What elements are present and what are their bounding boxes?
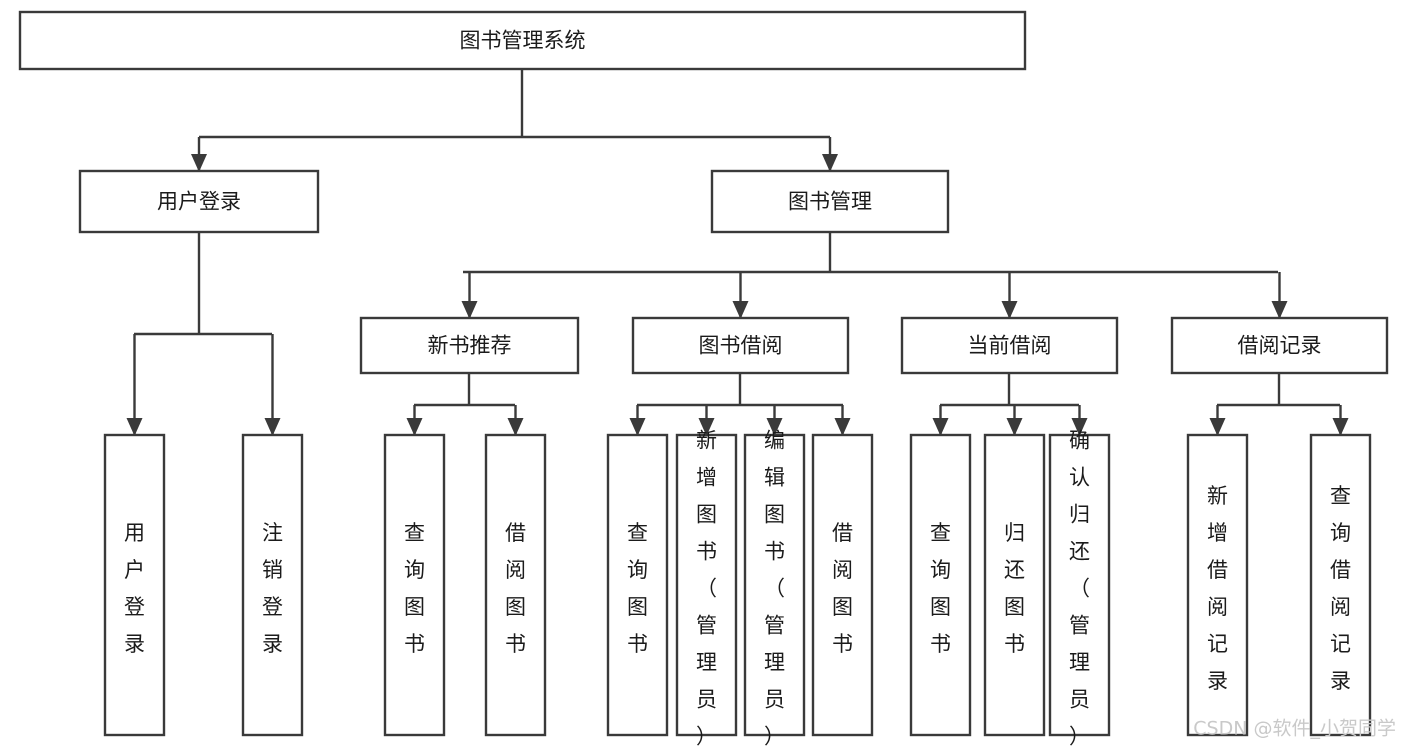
node-box-user-login[interactable] bbox=[78, 169, 320, 234]
node-box-leaf-user-login[interactable] bbox=[103, 433, 166, 737]
node-label-book-management: 图书管理 bbox=[788, 190, 872, 214]
arrow-head-icon bbox=[461, 301, 478, 319]
node-leaf-borrow-book[interactable]: 借阅图书 bbox=[811, 433, 874, 737]
connector-borrow-record-bus bbox=[1209, 373, 1349, 436]
node-box-root[interactable] bbox=[18, 10, 1027, 71]
connector-book-borrow-bus bbox=[629, 373, 851, 436]
node-box-leaf-query-book-recommend[interactable] bbox=[383, 433, 446, 737]
connector-book-management-bus bbox=[461, 232, 1288, 319]
node-leaf-add-borrow-record[interactable]: 新增借阅记录 bbox=[1186, 433, 1249, 737]
arrow-head-icon bbox=[264, 418, 281, 436]
node-label-leaf-user-login: 用户登录 bbox=[124, 521, 145, 656]
node-leaf-return-book[interactable]: 归还图书 bbox=[983, 433, 1046, 737]
node-book-management[interactable]: 图书管理 bbox=[710, 169, 950, 234]
node-leaf-add-book-admin[interactable]: 新增图书（管理员） bbox=[675, 428, 738, 747]
node-label-leaf-edit-book-admin: 编辑图书（管理员） bbox=[764, 428, 785, 747]
connector-user-login-bus bbox=[126, 232, 281, 436]
node-box-leaf-query-book-borrow[interactable] bbox=[606, 433, 669, 737]
node-box-book-borrow[interactable] bbox=[631, 316, 850, 375]
node-current-borrow[interactable]: 当前借阅 bbox=[900, 316, 1119, 375]
arrow-head-icon bbox=[822, 154, 838, 172]
node-label-leaf-query-borrow-record: 查询借阅记录 bbox=[1330, 484, 1351, 693]
arrow-head-icon bbox=[834, 418, 851, 436]
node-borrow-record[interactable]: 借阅记录 bbox=[1170, 316, 1389, 375]
node-label-leaf-borrow-book-recommend: 借阅图书 bbox=[505, 521, 526, 656]
node-label-leaf-query-book-current: 查询图书 bbox=[930, 521, 951, 656]
arrow-head-icon bbox=[1071, 418, 1088, 436]
arrow-head-icon bbox=[1209, 418, 1226, 436]
nodes-layer: 图书管理系统用户登录图书管理新书推荐图书借阅当前借阅借阅记录用户登录注销登录查询… bbox=[18, 10, 1389, 747]
node-leaf-query-book-current[interactable]: 查询图书 bbox=[909, 433, 972, 737]
node-new-book-recommend[interactable]: 新书推荐 bbox=[359, 316, 580, 375]
node-label-leaf-return-book: 归还图书 bbox=[1004, 521, 1025, 656]
arrow-head-icon bbox=[932, 418, 949, 436]
node-label-leaf-borrow-book: 借阅图书 bbox=[832, 521, 853, 656]
node-box-leaf-edit-book-admin[interactable] bbox=[743, 433, 806, 737]
watermark-label: CSDN @软件_小贺同学 bbox=[1193, 718, 1396, 740]
node-leaf-user-login[interactable]: 用户登录 bbox=[103, 433, 166, 737]
node-label-leaf-query-book-recommend: 查询图书 bbox=[404, 521, 425, 656]
arrow-head-icon bbox=[732, 301, 749, 319]
node-book-borrow[interactable]: 图书借阅 bbox=[631, 316, 850, 375]
arrow-head-icon bbox=[126, 418, 143, 436]
node-box-leaf-query-borrow-record[interactable] bbox=[1309, 433, 1372, 737]
arrow-head-icon bbox=[1001, 301, 1018, 319]
node-label-leaf-add-borrow-record: 新增借阅记录 bbox=[1207, 484, 1228, 693]
connector-current-borrow-bus bbox=[932, 373, 1088, 436]
arrow-head-icon bbox=[766, 418, 783, 436]
node-box-leaf-query-book-current[interactable] bbox=[909, 433, 972, 737]
node-box-leaf-return-book[interactable] bbox=[983, 433, 1046, 737]
connector-new-book-recommend-bus bbox=[406, 373, 524, 436]
node-label-borrow-record: 借阅记录 bbox=[1238, 334, 1322, 358]
arrow-head-icon bbox=[1006, 418, 1023, 436]
node-leaf-query-book-borrow[interactable]: 查询图书 bbox=[606, 433, 669, 737]
node-leaf-confirm-return-admin[interactable]: 确认归还（管理员） bbox=[1048, 428, 1111, 747]
node-leaf-edit-book-admin[interactable]: 编辑图书（管理员） bbox=[743, 428, 806, 747]
node-label-leaf-add-book-admin: 新增图书（管理员） bbox=[696, 428, 717, 747]
node-leaf-logout-login[interactable]: 注销登录 bbox=[241, 433, 304, 737]
arrow-head-icon bbox=[629, 418, 646, 436]
node-box-leaf-confirm-return-admin[interactable] bbox=[1048, 433, 1111, 737]
node-label-new-book-recommend: 新书推荐 bbox=[428, 334, 512, 358]
node-leaf-query-book-recommend[interactable]: 查询图书 bbox=[383, 433, 446, 737]
node-box-leaf-logout-login[interactable] bbox=[241, 433, 304, 737]
connectors-layer bbox=[126, 69, 1349, 436]
node-box-book-management[interactable] bbox=[710, 169, 950, 234]
node-label-current-borrow: 当前借阅 bbox=[968, 334, 1052, 358]
node-label-leaf-confirm-return-admin: 确认归还（管理员） bbox=[1069, 428, 1090, 747]
node-label-root: 图书管理系统 bbox=[460, 29, 586, 53]
node-label-book-borrow: 图书借阅 bbox=[699, 334, 783, 358]
node-box-leaf-borrow-book[interactable] bbox=[811, 433, 874, 737]
node-leaf-borrow-book-recommend[interactable]: 借阅图书 bbox=[484, 433, 547, 737]
node-leaf-query-borrow-record[interactable]: 查询借阅记录 bbox=[1309, 433, 1372, 737]
node-box-leaf-borrow-book-recommend[interactable] bbox=[484, 433, 547, 737]
node-box-leaf-add-book-admin[interactable] bbox=[675, 433, 738, 737]
node-box-leaf-add-borrow-record[interactable] bbox=[1186, 433, 1249, 737]
arrow-head-icon bbox=[698, 418, 715, 436]
arrow-head-icon bbox=[406, 418, 423, 436]
arrow-head-icon bbox=[1332, 418, 1349, 436]
node-box-current-borrow[interactable] bbox=[900, 316, 1119, 375]
node-box-borrow-record[interactable] bbox=[1170, 316, 1389, 375]
arrow-head-icon bbox=[1271, 301, 1288, 319]
node-label-user-login: 用户登录 bbox=[157, 190, 241, 214]
node-label-leaf-logout-login: 注销登录 bbox=[262, 521, 283, 656]
connector-root-bus bbox=[191, 69, 838, 172]
arrow-head-icon bbox=[507, 418, 524, 436]
node-label-leaf-query-book-borrow: 查询图书 bbox=[627, 521, 648, 656]
arrow-head-icon bbox=[191, 154, 207, 172]
node-root[interactable]: 图书管理系统 bbox=[18, 10, 1027, 71]
node-user-login[interactable]: 用户登录 bbox=[78, 169, 320, 234]
node-box-new-book-recommend[interactable] bbox=[359, 316, 580, 375]
